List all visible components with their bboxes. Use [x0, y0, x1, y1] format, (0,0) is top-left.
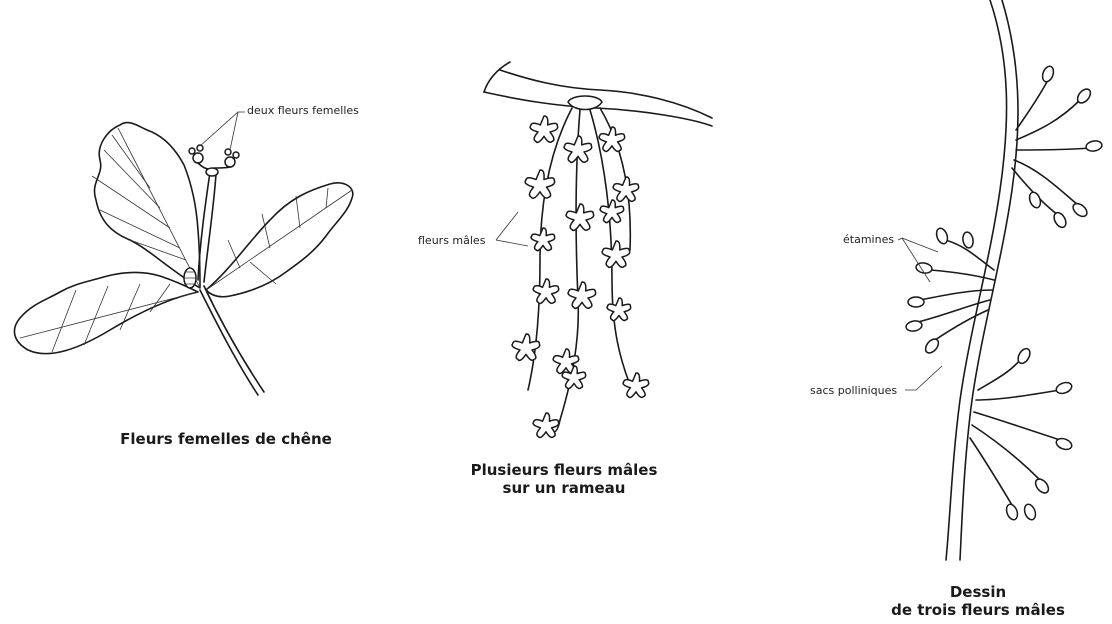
label-male-flowers: fleurs mâles: [418, 234, 485, 247]
pollen-sac: [935, 227, 950, 245]
pollen-sac: [1028, 191, 1043, 209]
pollen-sac: [1005, 503, 1020, 521]
caption-detail: Dessin de trois fleurs mâles: [862, 583, 1094, 619]
caption-catkins-line2: sur un rameau: [452, 479, 676, 497]
pollen-sac: [1055, 381, 1073, 396]
label-stamens: étamines: [843, 233, 894, 246]
pollen-sac: [1033, 477, 1051, 496]
pollen-sac: [1052, 211, 1069, 230]
catkin-flower: [613, 177, 639, 202]
caption-detail-line1: Dessin: [862, 583, 1094, 601]
pollen-sac: [1071, 201, 1090, 219]
pollen-sac: [923, 337, 941, 356]
catkin-flower: [533, 413, 559, 438]
catkin-flower: [568, 282, 596, 308]
catkin-flower: [531, 228, 555, 251]
oak-branch-drawing: [14, 112, 352, 395]
caption-catkins-line1: Plusieurs fleurs mâles: [452, 461, 676, 479]
catkin-flower: [533, 279, 559, 304]
label-pollen-sacs: sacs polliniques: [810, 384, 897, 397]
pollen-sac: [905, 320, 922, 333]
caption-catkins: Plusieurs fleurs mâles sur un rameau: [452, 461, 676, 497]
male-flower-detail-drawing: [898, 0, 1103, 560]
label-female-flowers: deux fleurs femelles: [247, 104, 359, 117]
pollen-sac: [1041, 65, 1056, 83]
caption-detail-line2: de trois fleurs mâles: [862, 601, 1094, 619]
pollen-sac: [962, 231, 975, 248]
pollen-sac: [1023, 503, 1038, 521]
catkin-flower: [566, 204, 594, 230]
caption-female-flowers: Fleurs femelles de chêne: [96, 430, 356, 448]
pollen-sac: [908, 297, 924, 307]
pollen-sac: [1085, 140, 1102, 153]
catkin-flower: [607, 298, 631, 321]
catkin-flower: [512, 334, 540, 360]
catkins-drawing: [484, 62, 712, 438]
catkin-flower: [530, 116, 558, 142]
catkin-flower: [602, 241, 630, 267]
catkin-flower: [525, 170, 555, 198]
catkin-flower: [599, 127, 625, 152]
catkin-flower: [600, 200, 624, 223]
